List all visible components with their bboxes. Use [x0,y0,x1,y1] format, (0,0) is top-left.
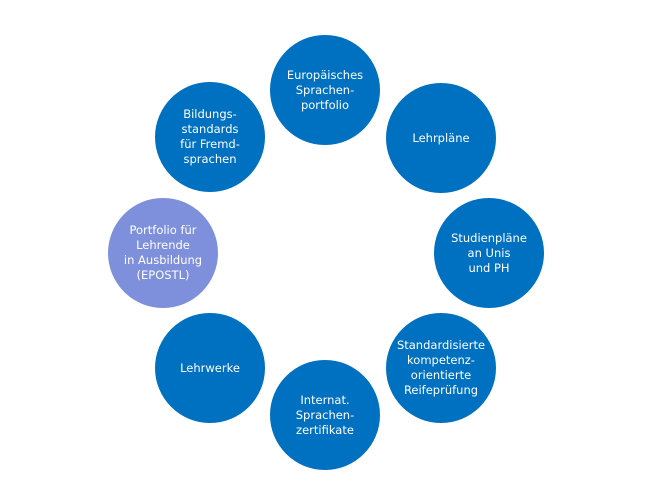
node-europaeisches-sprachenportfolio: Europäisches Sprachen- portfolio [270,35,380,145]
node-label: Standardisierte kompetenz- orientierte R… [396,338,486,397]
node-bildungsstandards: Bildungs- standards für Fremd- sprachen [155,82,265,192]
node-sprachenzertifikate: Internat. Sprachen- zertifikate [270,360,380,470]
node-reifepruefung: Standardisierte kompetenz- orientierte R… [386,313,496,423]
node-label: Lehrwerke [180,360,240,375]
node-studienplaene: Studienpläne an Unis und PH [434,198,544,308]
node-label: Europäisches Sprachen- portfolio [286,67,364,112]
node-lehrwerke: Lehrwerke [155,313,265,423]
node-label: Studienpläne an Unis und PH [451,230,527,275]
node-epostl: Portfolio für Lehrende in Ausbildung (EP… [108,198,218,308]
node-label: Lehrpläne [412,130,470,145]
node-label: Bildungs- standards für Fremd- sprachen [180,107,240,166]
node-label: Internat. Sprachen- zertifikate [295,392,355,437]
node-lehrplaene: Lehrpläne [386,83,496,193]
node-label: Portfolio für Lehrende in Ausbildung (EP… [123,223,203,282]
